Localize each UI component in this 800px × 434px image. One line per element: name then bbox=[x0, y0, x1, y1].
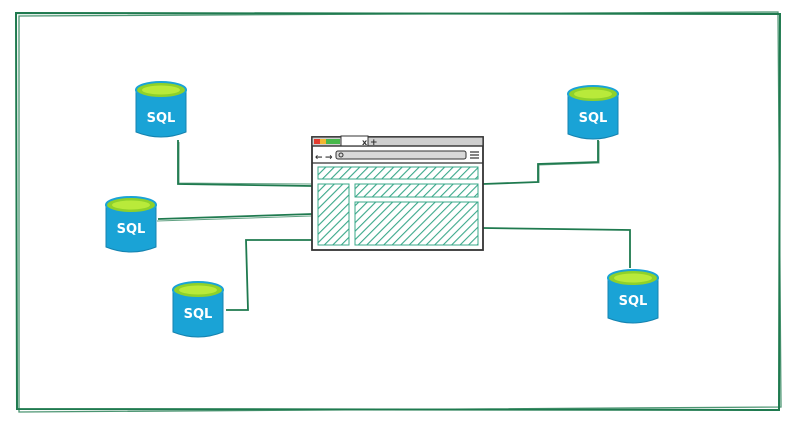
database-label: SQL bbox=[619, 294, 648, 309]
minimize-dot bbox=[320, 139, 326, 144]
database-3: SQL bbox=[172, 281, 224, 338]
browser-window-icon: x + ← → bbox=[311, 135, 484, 251]
database-4: SQL bbox=[567, 85, 619, 140]
connector-db-5 bbox=[482, 227, 631, 268]
search-icon bbox=[338, 152, 344, 158]
hamburger-menu-icon bbox=[470, 151, 479, 159]
connectors bbox=[156, 140, 631, 311]
tab-close-icon: x bbox=[362, 138, 368, 147]
browser-content bbox=[317, 166, 479, 246]
outer-frame bbox=[14, 11, 782, 413]
content-main-block bbox=[354, 201, 479, 246]
address-bar bbox=[335, 150, 467, 160]
close-dot bbox=[314, 139, 320, 144]
database-label: SQL bbox=[117, 222, 146, 237]
maximize-dot bbox=[326, 139, 340, 144]
database-5: SQL bbox=[607, 269, 659, 324]
new-tab-icon: + bbox=[370, 138, 378, 148]
connector-db-3 bbox=[226, 239, 312, 311]
content-subheader-block bbox=[354, 183, 479, 198]
database-label: SQL bbox=[147, 111, 176, 126]
content-header-block bbox=[317, 166, 479, 180]
database-label: SQL bbox=[579, 111, 608, 126]
forward-arrow-icon: → bbox=[325, 153, 333, 163]
database-label: SQL bbox=[184, 307, 213, 322]
browser-nav-bar: ← → bbox=[312, 145, 483, 164]
connector-db-1 bbox=[177, 140, 313, 187]
database-2: SQL bbox=[105, 196, 157, 253]
back-arrow-icon: ← bbox=[315, 153, 323, 163]
connector-db-4 bbox=[482, 140, 599, 185]
database-1: SQL bbox=[135, 81, 187, 138]
content-sidebar-block bbox=[317, 183, 350, 246]
connector-db-2 bbox=[157, 213, 313, 220]
